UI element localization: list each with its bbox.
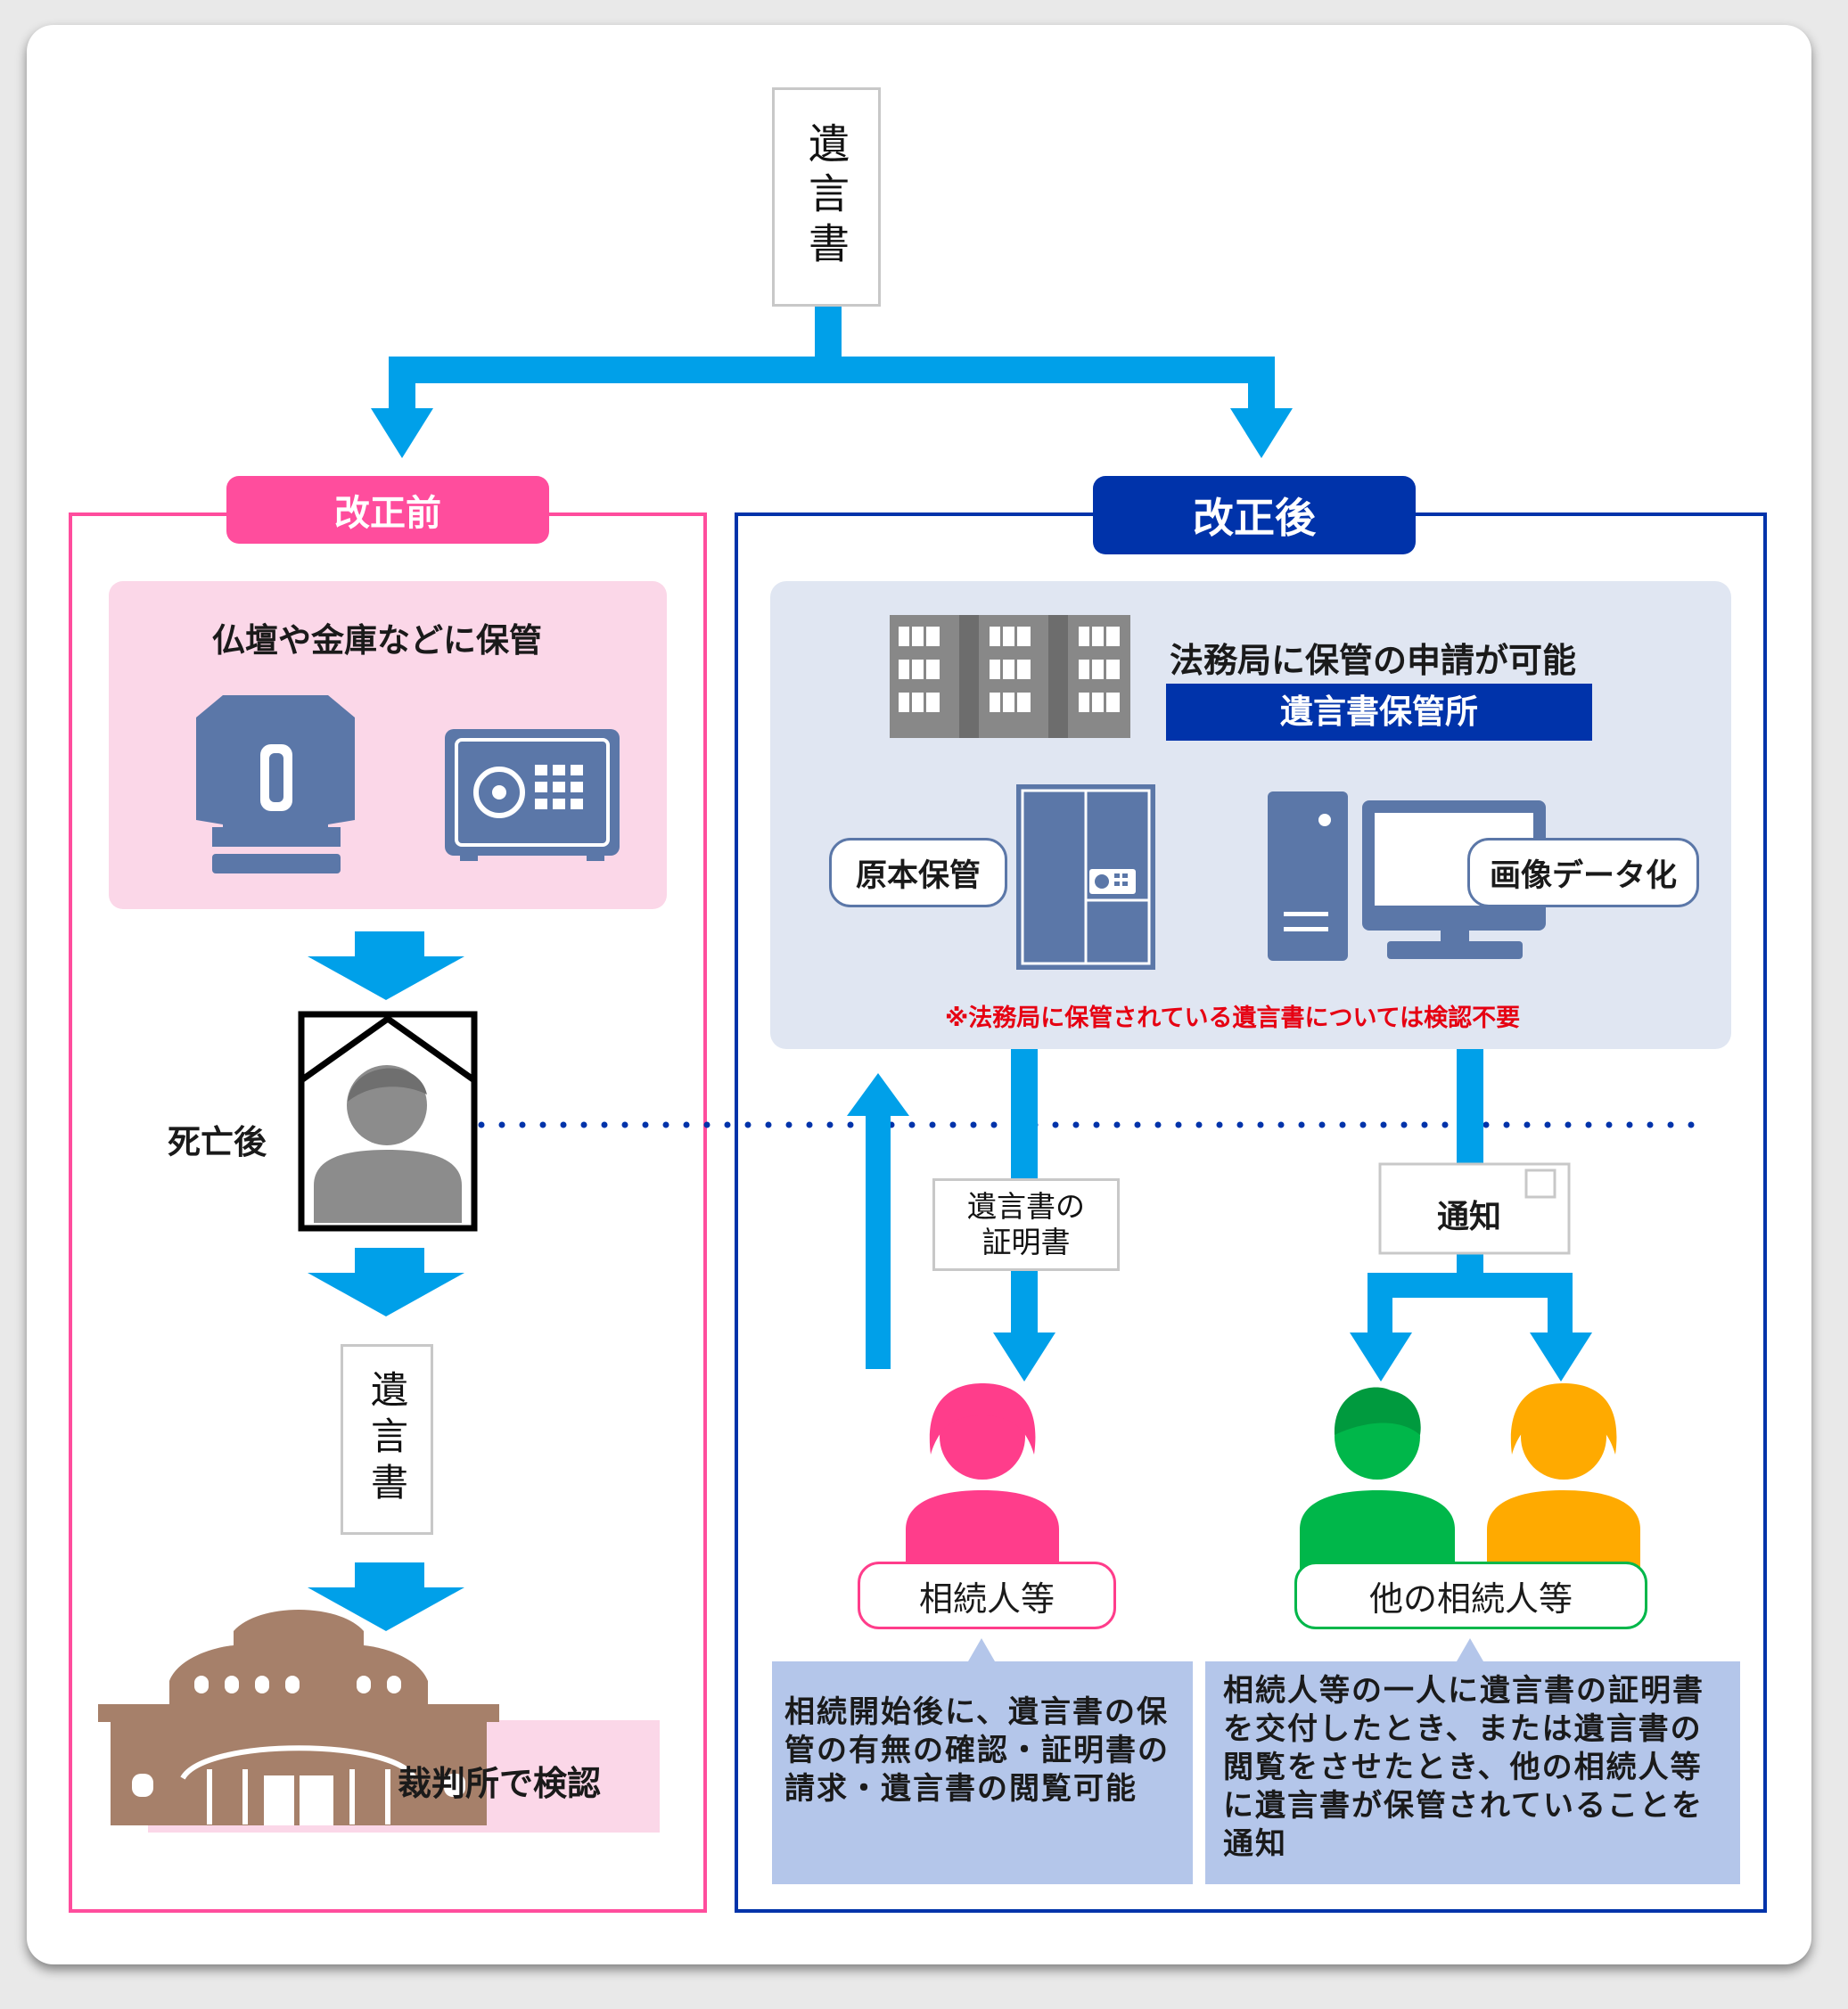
no-inspection-note: ※法務局に保管されている遺言書については検認不要 (945, 1004, 1521, 1032)
notice-label: 通知 (1437, 1199, 1502, 1235)
heir-label: 相続人等 (858, 1562, 1116, 1629)
top-will-scroll: 遺言書 (772, 87, 881, 307)
death-label: 死亡後 (168, 1123, 267, 1161)
envelope-stamp-icon (1524, 1168, 1556, 1199)
digitize-tag: 画像データ化 (1467, 838, 1699, 907)
top-split-arrows (371, 305, 1293, 458)
after-label: 改正後 (1093, 476, 1416, 554)
certificate-card: 遺言書の 証明書 (932, 1178, 1120, 1271)
other-desc-box (1205, 1661, 1740, 1884)
office-building-icon (890, 615, 1130, 738)
after-label-text: 改正後 (1193, 494, 1316, 542)
heir-description: 相続開始後に、遺言書の保管の有無の確認・証明書の請求・遺言書の閲覧可能 (784, 1694, 1170, 1807)
other-heirs-label-text: 他の相続人等 (1368, 1578, 1573, 1619)
other-heir-female-icon (1487, 1383, 1640, 1569)
before-label: 改正前 (226, 476, 549, 544)
before-down-arrows (308, 931, 464, 1631)
court-building-icon (98, 1610, 660, 1833)
storage-cabinet-icon (1016, 784, 1155, 970)
original-storage-tag-text: 原本保管 (855, 857, 981, 894)
storage-office-banner (1166, 684, 1592, 741)
other-heirs-description: 相続人等の一人に遺言書の証明書を交付したとき、または遺言書の閲覧をさせたとき、他… (1223, 1673, 1704, 1862)
apply-title: 法務局に保管の申請が可能 (1170, 641, 1577, 680)
top-will-scroll-text: 遺言書 (802, 122, 850, 272)
original-storage-tag: 原本保管 (829, 838, 1007, 907)
digitize-tag-text: 画像データ化 (1489, 857, 1677, 894)
after-death-will-scroll: 遺言書 (341, 1344, 433, 1535)
heir-label-text: 相続人等 (918, 1578, 1055, 1619)
other-heir-male-icon (1300, 1387, 1455, 1569)
other-heirs-label: 他の相続人等 (1294, 1562, 1647, 1629)
court-label: 裁判所で検認 (398, 1764, 602, 1803)
before-label-text: 改正前 (334, 493, 441, 534)
heir-person-icon (906, 1383, 1059, 1569)
butsudan-icon (196, 695, 355, 873)
after-death-will-scroll-text: 遺言書 (365, 1370, 409, 1509)
memorial-portrait-icon (298, 1011, 478, 1232)
certificate-text: 遺言書の 証明書 (967, 1189, 1085, 1259)
heir-desc-pointer (968, 1638, 995, 1661)
heir-desc-box (772, 1661, 1193, 1884)
storage-office-label: 遺言書保管所 (1280, 693, 1478, 731)
notice-envelope (1378, 1162, 1571, 1255)
safe-icon (445, 729, 620, 861)
storage-title: 仏壇や金庫などに保管 (212, 621, 542, 660)
other-desc-pointer (1457, 1638, 1483, 1661)
